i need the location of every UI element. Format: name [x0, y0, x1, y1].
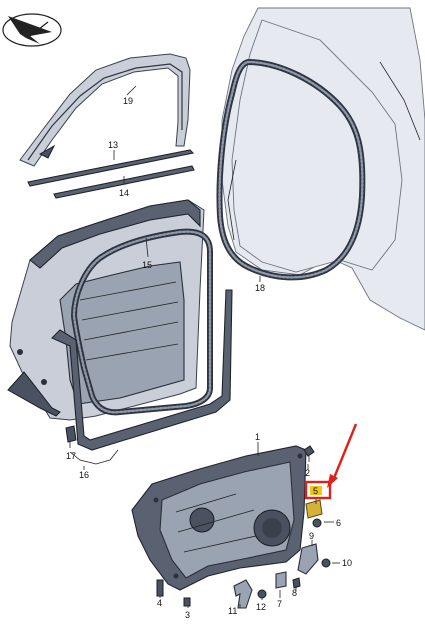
- window-strip-13: [27, 149, 195, 187]
- callout-1: 1: [255, 432, 260, 442]
- callout-16: 16: [79, 470, 89, 480]
- callout-17: 17: [66, 451, 76, 461]
- highlight-label-fill: [310, 486, 322, 495]
- door-aperture-seal-18: [216, 59, 366, 281]
- callout-15: 15: [142, 260, 152, 270]
- nut-12: [257, 589, 267, 599]
- callout-12: 12: [256, 602, 266, 612]
- callout-4: 4: [157, 598, 162, 608]
- door-shell: [7, 199, 205, 421]
- leader-lines: [69, 85, 340, 608]
- screw-8: [292, 577, 301, 589]
- door-seal-15: [71, 228, 213, 416]
- callout-19: 19: [123, 96, 133, 106]
- callout-11: 11: [228, 606, 237, 616]
- callout-3: 3: [185, 610, 190, 620]
- callout-6: 6: [336, 518, 341, 528]
- callout-13: 13: [108, 140, 118, 150]
- callout-8: 8: [292, 588, 297, 598]
- callout-14: 14: [119, 188, 129, 198]
- clip-17: [65, 425, 77, 448]
- brand-logo: [2, 13, 62, 47]
- highlight-box: [304, 480, 332, 500]
- clip-10: [321, 558, 331, 568]
- bracket-11: [233, 579, 253, 609]
- bottom-seal-16: [51, 289, 233, 451]
- callout-7: 7: [277, 599, 282, 609]
- callout-9: 9: [309, 531, 314, 541]
- callout-5: 5: [313, 486, 318, 496]
- callout-18: 18: [255, 283, 265, 293]
- highlight-arrow: [327, 423, 358, 488]
- callout-2: 2: [305, 468, 310, 478]
- bolt-3: [183, 597, 191, 607]
- bolt-4: [156, 579, 164, 597]
- holder-9: [297, 543, 319, 575]
- nut-6: [312, 518, 322, 528]
- clip-7: [275, 571, 287, 589]
- window-channel-seal-19: [19, 53, 191, 167]
- assembly-carrier-1: [131, 445, 307, 591]
- bolt-2: [303, 445, 315, 462]
- bracket-5: [305, 499, 323, 519]
- callout-10: 10: [342, 558, 352, 568]
- body-aperture: [221, 7, 425, 331]
